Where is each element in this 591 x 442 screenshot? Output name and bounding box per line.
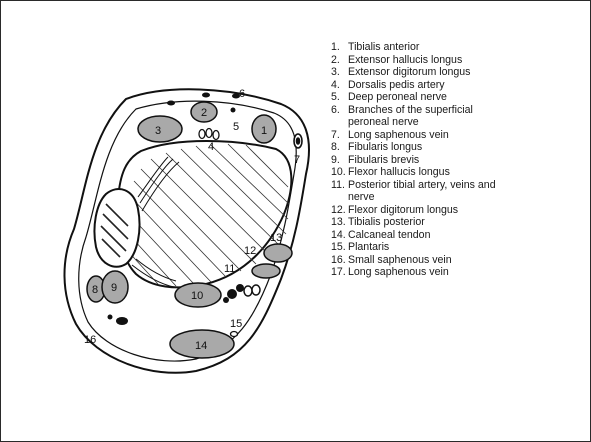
muscle-13-tibialis-posterior	[264, 244, 292, 262]
legend-item: 10Flexor hallucis longus	[331, 166, 589, 179]
legend-item: 6Branches of the superficial	[331, 104, 589, 117]
legend-item: 1Tibialis anterior	[331, 41, 589, 54]
legend-item: 2Extensor hallucis longus	[331, 54, 589, 67]
legend-item: 13Tibialis posterior	[331, 216, 589, 229]
diagram-number-15: 15	[230, 318, 242, 330]
diagram-number-5: 5	[233, 121, 239, 133]
diagram-number-7: 7	[294, 154, 300, 166]
legend-item: 4Dorsalis pedis artery	[331, 79, 589, 92]
diagram-number-8: 8	[92, 284, 98, 296]
legend-item-continuation: nerve	[331, 191, 589, 204]
muscle-12-flexor-digitorum-longus	[252, 264, 280, 278]
diagram-number-13: 13	[270, 232, 282, 244]
diagram-number-2: 2	[201, 107, 207, 119]
structure-5-deep-peroneal-nerve	[231, 108, 236, 113]
diagram-number-9: 9	[111, 282, 117, 294]
legend-item: 15Plantaris	[331, 241, 589, 254]
structure-15-plantaris	[231, 332, 238, 337]
legend-item: 7Long saphenous vein	[331, 129, 589, 142]
legend-item: 8Fibularis longus	[331, 141, 589, 154]
structure-7-long-saphenous-vein	[294, 134, 302, 148]
diagram-number-16: 16	[84, 334, 96, 346]
diagram-number-12: 12	[244, 245, 256, 257]
diagram-number-1: 1	[261, 125, 267, 137]
legend-item: 5Deep peroneal nerve	[331, 91, 589, 104]
legend-item: 12Flexor digitorum longus	[331, 204, 589, 217]
diagram-number-14: 14	[195, 340, 207, 352]
legend-list: 1Tibialis anterior 2Extensor hallucis lo…	[331, 41, 589, 279]
legend-item: 3Extensor digitorum longus	[331, 66, 589, 79]
legend-item: 11Posterior tibial artery, veins and	[331, 179, 589, 192]
diagram-number-4: 4	[208, 141, 214, 153]
diagram-number-11: 11	[224, 263, 235, 275]
diagram-number-6: 6	[239, 88, 245, 100]
legend-item: 14Calcaneal tendon	[331, 229, 589, 242]
diagram-number-3: 3	[155, 125, 161, 137]
legend-item: 17Long saphenous vein	[331, 266, 589, 279]
legend-item: 16Small saphenous vein	[331, 254, 589, 267]
structure-4-dorsalis-pedis	[199, 129, 219, 140]
legend-item-continuation: peroneal nerve	[331, 116, 589, 129]
diagram-number-10: 10	[191, 290, 203, 302]
ankle-cross-section-diagram: 1 2 3 4 5 6 7 8 9 10 11 12 13 14 15 16	[56, 79, 324, 379]
legend-item: 9Fibularis brevis	[331, 154, 589, 167]
